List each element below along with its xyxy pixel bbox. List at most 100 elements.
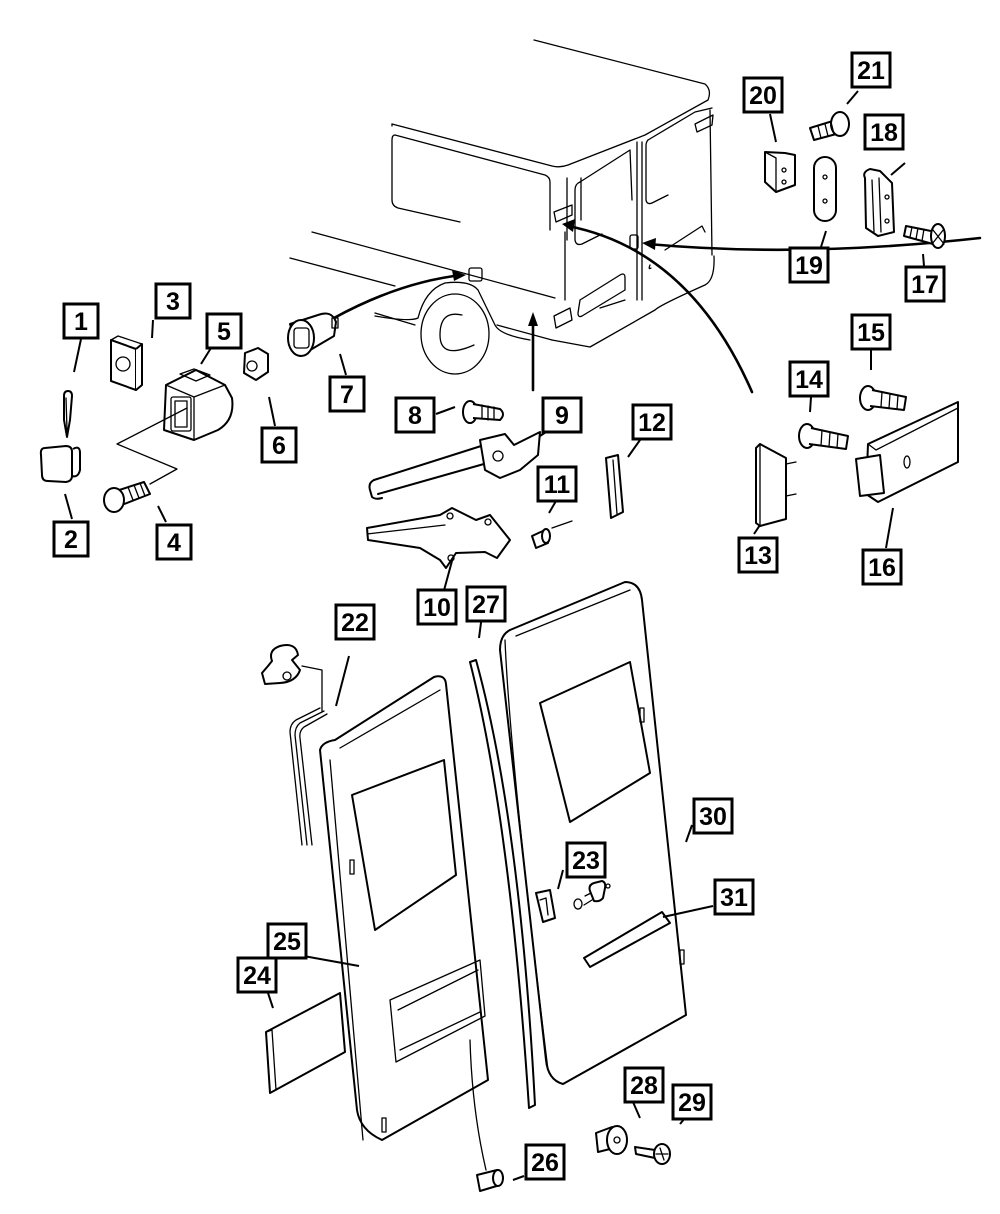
callout-24[interactable]: 24 bbox=[236, 956, 278, 994]
part-21-bolt[interactable] bbox=[809, 111, 850, 141]
callout-7[interactable]: 7 bbox=[328, 375, 366, 413]
callout-19[interactable]: 19 bbox=[788, 246, 830, 284]
callout-2[interactable]: 2 bbox=[52, 520, 90, 558]
callout-box bbox=[260, 426, 298, 464]
callout-number: 20 bbox=[749, 82, 777, 110]
callout-number: 4 bbox=[167, 529, 181, 557]
part-24-trim-panel[interactable] bbox=[265, 992, 346, 1094]
callout-box bbox=[205, 312, 243, 350]
callout-number: 10 bbox=[423, 594, 451, 622]
part-19-plate[interactable] bbox=[813, 156, 837, 222]
part-13-hinge-plate[interactable] bbox=[755, 443, 797, 527]
callout-number: 25 bbox=[273, 928, 301, 956]
callout-28[interactable]: 28 bbox=[623, 1066, 665, 1104]
callout-box bbox=[541, 396, 583, 434]
callout-box bbox=[334, 603, 376, 641]
callout-box bbox=[236, 956, 278, 994]
callout-31[interactable]: 31 bbox=[713, 878, 755, 916]
callout-5[interactable]: 5 bbox=[205, 312, 243, 350]
callout-number: 30 bbox=[699, 803, 727, 831]
callout-box bbox=[631, 403, 673, 441]
part-27-seal[interactable] bbox=[469, 659, 536, 1109]
callout-number: 13 bbox=[744, 542, 772, 570]
callout-number: 17 bbox=[911, 271, 939, 299]
callout-11[interactable]: 11 bbox=[536, 465, 578, 503]
callout-3[interactable]: 3 bbox=[154, 282, 192, 320]
callout-box bbox=[465, 585, 507, 623]
callout-number: 11 bbox=[544, 471, 571, 499]
callout-number: 5 bbox=[217, 318, 231, 346]
part-7-lamp[interactable] bbox=[287, 312, 339, 357]
callout-number: 28 bbox=[630, 1072, 658, 1100]
callout-box bbox=[788, 246, 830, 284]
part-20-bracket[interactable] bbox=[764, 151, 796, 193]
callout-16[interactable]: 16 bbox=[861, 548, 903, 586]
callout-number: 29 bbox=[678, 1089, 706, 1117]
part-14-bolt[interactable] bbox=[798, 423, 849, 450]
callout-number: 9 bbox=[555, 402, 569, 430]
part-17-screw[interactable] bbox=[903, 223, 946, 249]
callout-8[interactable]: 8 bbox=[394, 396, 436, 434]
part-31-molding[interactable] bbox=[583, 911, 671, 968]
part-12-strip[interactable] bbox=[605, 454, 624, 519]
callout-10[interactable]: 10 bbox=[416, 588, 458, 626]
callout-26[interactable]: 26 bbox=[524, 1143, 566, 1181]
callout-box bbox=[623, 1066, 665, 1104]
part-9-door-check[interactable] bbox=[368, 431, 541, 500]
part-6-retainer[interactable] bbox=[243, 347, 269, 381]
callout-number: 15 bbox=[857, 319, 885, 347]
callout-number: 2 bbox=[64, 526, 78, 554]
part-5-lock-housing[interactable] bbox=[163, 368, 234, 441]
callout-15[interactable]: 15 bbox=[850, 313, 892, 351]
callout-27[interactable]: 27 bbox=[465, 585, 507, 623]
callout-4[interactable]: 4 bbox=[155, 523, 193, 561]
callout-14[interactable]: 14 bbox=[788, 360, 830, 398]
callout-box bbox=[154, 282, 192, 320]
part-3-bracket[interactable] bbox=[110, 335, 143, 391]
callout-box bbox=[671, 1083, 713, 1121]
callout-25[interactable]: 25 bbox=[266, 922, 308, 960]
callout-number: 27 bbox=[472, 591, 500, 619]
callout-number: 22 bbox=[341, 609, 369, 637]
callout-box bbox=[737, 536, 779, 574]
callout-6[interactable]: 6 bbox=[260, 426, 298, 464]
callout-box bbox=[742, 76, 784, 114]
callout-22[interactable]: 22 bbox=[334, 603, 376, 641]
part-26-plug[interactable] bbox=[469, 1039, 504, 1192]
callout-9[interactable]: 9 bbox=[541, 396, 583, 434]
part-8-bolt[interactable] bbox=[462, 400, 504, 424]
callout-13[interactable]: 13 bbox=[737, 536, 779, 574]
part-2-cap[interactable] bbox=[39, 445, 81, 483]
part-10-hinge-strap[interactable] bbox=[366, 507, 511, 569]
callout-1[interactable]: 1 bbox=[62, 302, 100, 340]
part-30-right-door[interactable] bbox=[499, 581, 687, 1085]
callout-18[interactable]: 18 bbox=[863, 113, 905, 151]
part-29-screw[interactable] bbox=[634, 1143, 671, 1165]
callout-30[interactable]: 30 bbox=[692, 797, 734, 835]
part-15-bolt[interactable] bbox=[859, 385, 907, 411]
part-4-screw[interactable] bbox=[103, 481, 151, 513]
part-11-pin[interactable] bbox=[531, 520, 573, 549]
van-body bbox=[289, 39, 715, 375]
part-25-left-door[interactable] bbox=[319, 675, 489, 1141]
callout-box bbox=[155, 523, 193, 561]
callout-29[interactable]: 29 bbox=[671, 1083, 713, 1121]
callout-box bbox=[266, 922, 308, 960]
callout-box bbox=[394, 396, 436, 434]
callout-23[interactable]: 23 bbox=[565, 841, 607, 879]
callout-box bbox=[861, 548, 903, 586]
callout-number: 24 bbox=[243, 962, 271, 990]
part-23-latch[interactable] bbox=[535, 889, 556, 923]
part-16-hinge[interactable] bbox=[855, 401, 959, 503]
callout-box bbox=[904, 265, 946, 303]
callout-21[interactable]: 21 bbox=[850, 51, 892, 89]
callout-17[interactable]: 17 bbox=[904, 265, 946, 303]
callout-12[interactable]: 12 bbox=[631, 403, 673, 441]
callout-20[interactable]: 20 bbox=[742, 76, 784, 114]
part-18-striker[interactable] bbox=[863, 168, 895, 237]
callout-box bbox=[850, 51, 892, 89]
part-1-cotter-pin[interactable] bbox=[63, 390, 73, 438]
part-22-weatherstrip[interactable] bbox=[261, 644, 328, 846]
part-28-bumper[interactable] bbox=[595, 1125, 628, 1155]
callout-box bbox=[692, 797, 734, 835]
